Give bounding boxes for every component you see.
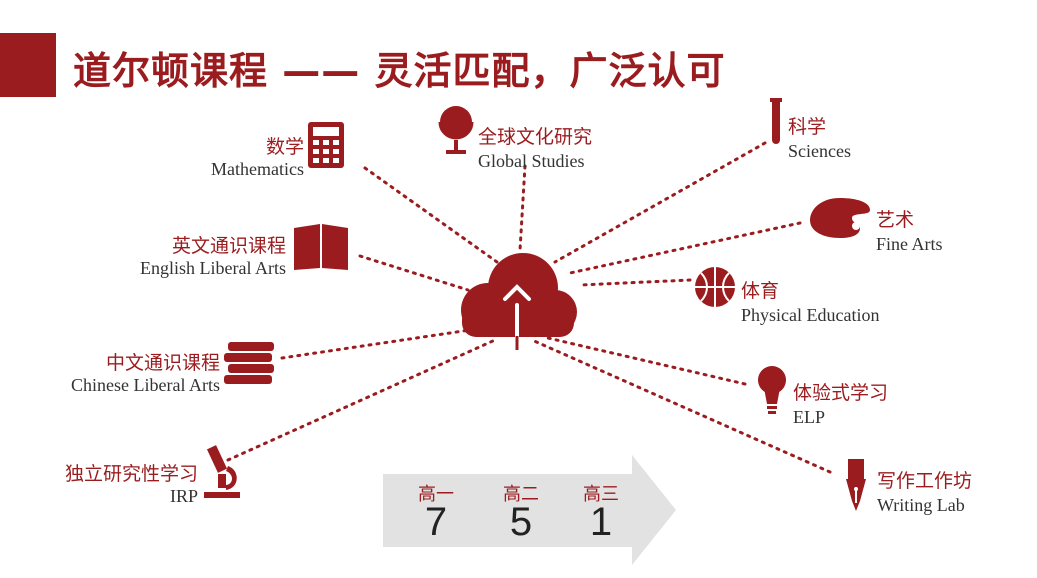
grade-label-1: 高一 (418, 484, 454, 505)
subject-pe: 体育 Physical Education (741, 276, 879, 326)
subject-english: 英文通识课程 English Liberal Arts (80, 231, 286, 279)
grade-value-2: 5 (509, 500, 533, 544)
subject-irp-en: IRP (169, 486, 198, 506)
line-math (363, 166, 499, 264)
subject-writing-cn: 写作工作坊 (877, 470, 973, 492)
globe-icon (438, 106, 474, 154)
book-icon (294, 224, 348, 270)
lightbulb-icon (758, 366, 786, 414)
line-writing (530, 338, 832, 474)
grade-arrow-shape (383, 455, 676, 565)
subject-chinese: 中文通识课程 Chinese Liberal Arts (20, 348, 220, 396)
subject-chinese-cn: 中文通识课程 (105, 352, 220, 374)
microscope-icon (204, 445, 240, 498)
subject-english-cn: 英文通识课程 (171, 235, 286, 257)
subject-science-cn: 科学 (788, 116, 827, 138)
subject-chinese-en: Chinese Liberal Arts (71, 375, 220, 395)
line-pe (578, 278, 692, 287)
subject-science-en: Sciences (788, 141, 851, 161)
subject-writing-en: Writing Lab (877, 495, 965, 515)
line-chinese (280, 328, 472, 360)
subject-global-cn: 全球文化研究 (478, 126, 593, 148)
subject-math-en: Mathematics (211, 159, 304, 179)
subject-math: 数学 Mathematics (150, 132, 304, 180)
subject-science: 科学 Sciences (788, 112, 851, 162)
subject-arts: 艺术 Fine Arts (876, 205, 943, 255)
line-arts (568, 221, 802, 275)
basketball-icon (695, 267, 735, 307)
grade-value-1: 7 (424, 500, 448, 544)
page-title: 道尔顿课程 —— 灵活匹配，广泛认可 (73, 49, 726, 93)
subject-irp: 独立研究性学习 IRP (30, 459, 198, 507)
line-elp (546, 336, 747, 386)
subject-english-en: English Liberal Arts (140, 258, 286, 278)
cloud-upload-icon (461, 253, 577, 337)
subject-pe-en: Physical Education (741, 305, 880, 325)
line-global (518, 164, 527, 252)
subject-writing: 写作工作坊 Writing Lab (877, 466, 972, 516)
line-science (553, 141, 767, 264)
subject-elp-en: ELP (793, 407, 826, 427)
grade-label-2: 高二 (503, 484, 539, 505)
line-english (358, 254, 470, 292)
stacked-books-icon (224, 342, 274, 384)
grade-value-3: 1 (589, 500, 613, 544)
title-accent-block (0, 33, 56, 97)
subject-arts-en: Fine Arts (876, 234, 943, 254)
subject-elp-cn: 体验式学习 (793, 382, 889, 404)
line-irp (226, 338, 497, 462)
test-tube-icon (770, 98, 782, 144)
subject-irp-cn: 独立研究性学习 (64, 463, 198, 485)
subject-math-cn: 数学 (265, 136, 304, 158)
subject-elp: 体验式学习 ELP (793, 378, 888, 428)
calculator-icon (308, 122, 344, 168)
subject-global-en: Global Studies (478, 151, 585, 171)
subject-global: 全球文化研究 Global Studies (478, 122, 592, 172)
grade-label-3: 高三 (583, 484, 619, 505)
subject-arts-cn: 艺术 (876, 209, 915, 231)
subject-pe-cn: 体育 (741, 280, 780, 302)
fountain-pen-icon (846, 459, 866, 511)
palette-icon (810, 198, 870, 238)
